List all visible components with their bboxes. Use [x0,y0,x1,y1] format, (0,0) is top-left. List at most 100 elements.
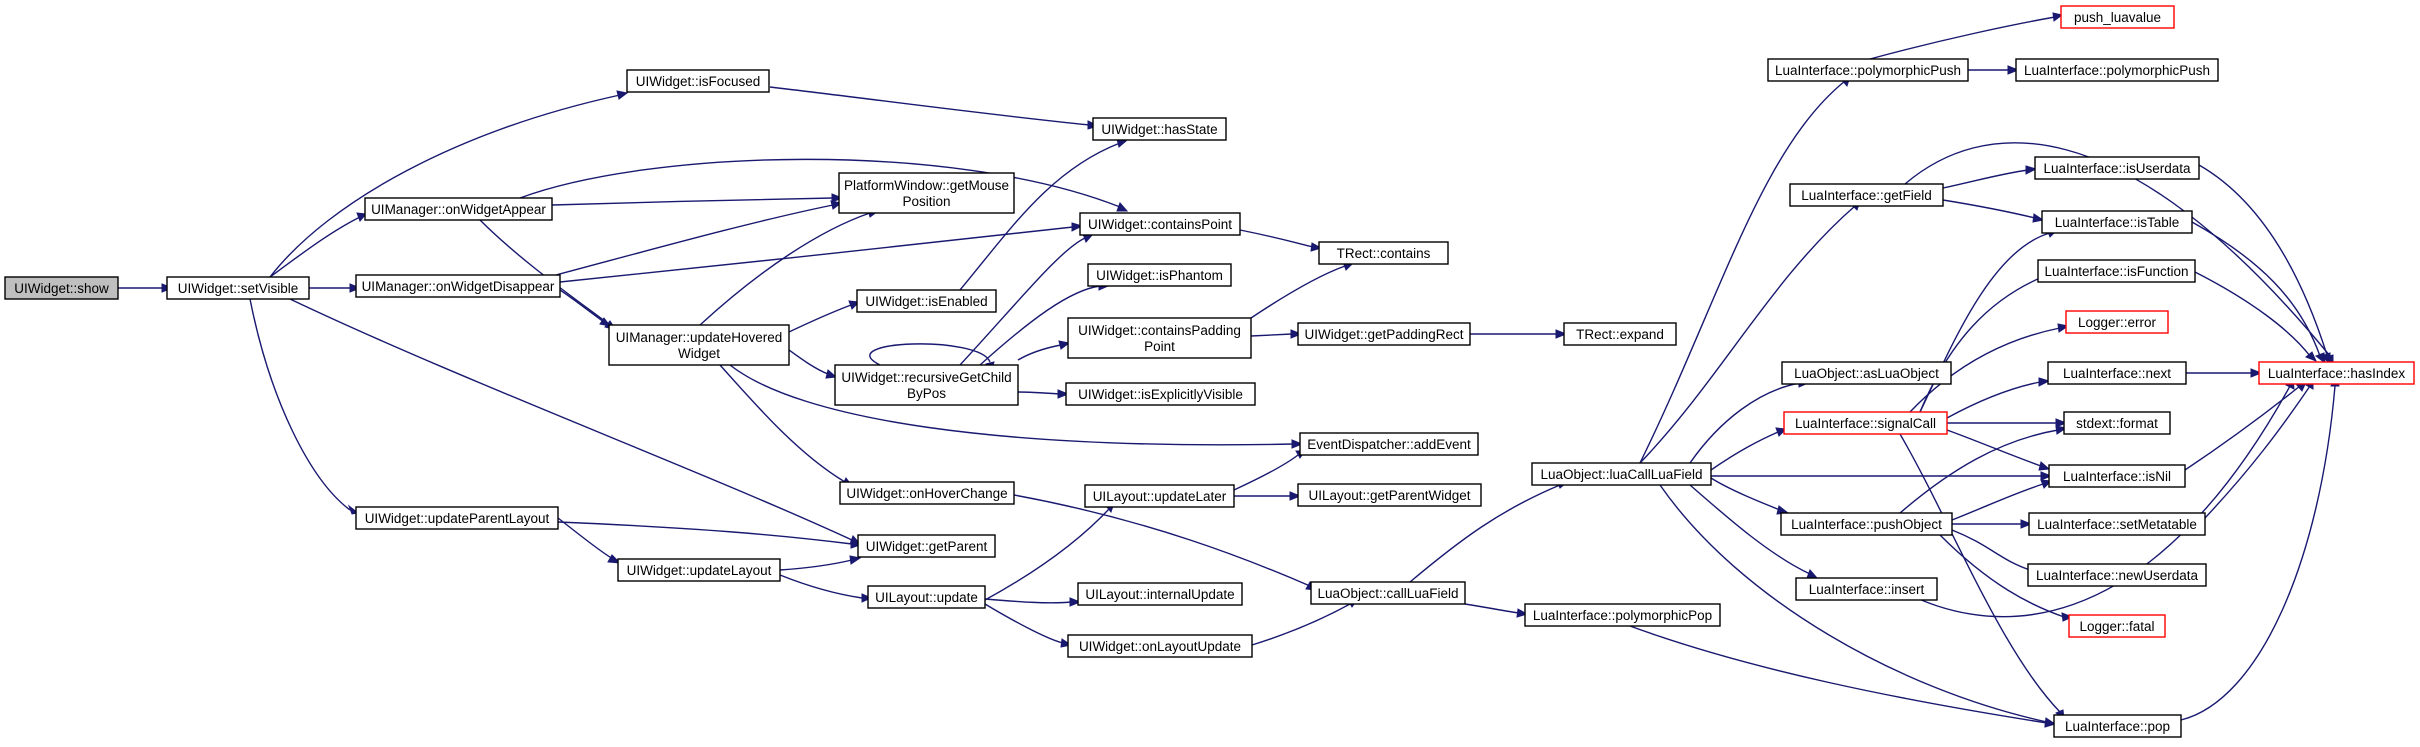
call-edge [2186,368,2263,378]
graph-node-is-table[interactable]: LuaInterface::isTable [2041,210,2193,234]
graph-node-ui-layout-update[interactable]: UILayout::update [867,585,986,609]
graph-node-has-state[interactable]: UIWidget::hasState [1092,117,1227,141]
edge-arrowhead [1071,222,1084,232]
call-edge [1250,329,1303,339]
node-box [2015,58,2219,82]
graph-node-show[interactable]: UIWidget::show [4,276,119,300]
graph-node-get-field[interactable]: LuaInterface::getField [1789,183,1944,207]
graph-node-is-phantom[interactable]: UIWidget::isPhantom [1087,263,1232,287]
graph-node-get-padding-rect[interactable]: UIWidget::getPaddingRect [1297,322,1471,346]
graph-node-new-userdata[interactable]: LuaInterface::newUserdata [2027,563,2207,587]
graph-node-polymorphic-pop[interactable]: LuaInterface::polymorphicPop [1524,603,1721,627]
call-edge [2191,221,2326,365]
edge-arrowhead [2305,351,2317,362]
graph-node-call-lua-field[interactable]: LuaObject::callLuaField [1310,581,1466,605]
edge-line [1951,483,2044,521]
graph-node-is-explicitly-visible[interactable]: UIWidget::isExplicitlyVisible [1065,382,1256,406]
edge-line [959,142,1121,291]
edge-line [779,574,863,599]
node-label: UIWidget::recursiveGetChild [841,370,1011,385]
graph-node-is-focused[interactable]: UIWidget::isFocused [626,69,770,93]
node-box [1795,577,1938,601]
call-edge [779,555,862,571]
graph-node-contains-point[interactable]: UIWidget::containsPoint [1079,212,1241,236]
node-box [1079,212,1241,236]
graph-node-on-layout-update[interactable]: UIWidget::onLayoutUpdate [1067,634,1253,658]
graph-node-push-luavalue[interactable]: push_luavalue [2060,5,2175,29]
graph-node-insert[interactable]: LuaInterface::insert [1795,577,1938,601]
graph-node-pop[interactable]: LuaInterface::pop [2053,714,2182,738]
node-label: LuaObject::asLuaObject [1794,366,1939,381]
edge-line [1689,382,1801,464]
call-edge [1639,75,1851,464]
graph-node-polymorphic-push1[interactable]: LuaInterface::polymorphicPush [1767,58,1969,82]
edge-line [249,298,351,511]
call-edge [779,574,873,603]
edge-line [2184,385,2301,471]
edge-arrowhead [2038,377,2051,387]
node-label: ByPos [907,386,946,401]
graph-node-set-visible[interactable]: UIWidget::setVisible [166,276,310,300]
node-label: LuaInterface::polymorphicPush [1775,63,1961,78]
graph-node-update-later[interactable]: UILayout::updateLater [1084,484,1235,508]
graph-node-lua-call-lua-field[interactable]: LuaObject::luaCallLuaField [1531,462,1712,486]
edge-arrowhead [2040,471,2053,481]
graph-node-polymorphic-push2[interactable]: LuaInterface::polymorphicPush [2015,58,2219,82]
call-edge [1919,273,2050,413]
graph-node-as-lua-object[interactable]: LuaObject::asLuaObject [1781,361,1952,385]
node-label: LuaInterface::isNil [2063,469,2171,484]
graph-node-get-parent-widget[interactable]: UILayout::getParentWidget [1297,483,1482,507]
edge-line [729,364,1294,446]
edge-line [1710,431,1779,471]
call-edge [1942,165,2038,189]
graph-node-on-hover-change[interactable]: UIWidget::onHoverChange [839,481,1015,505]
node-label: EventDispatcher::addEvent [1307,437,1471,452]
edge-line [779,559,853,571]
call-edge [269,90,629,278]
edge-line [1946,429,2042,467]
call-edge [1942,199,2045,223]
node-box [1084,484,1235,508]
graph-node-add-event[interactable]: EventDispatcher::addEvent [1299,432,1479,456]
graph-node-next[interactable]: LuaInterface::next [2047,361,2187,385]
edge-arrowhead [1069,597,1082,607]
call-edge [559,289,612,327]
graph-node-update-layout[interactable]: UIWidget::updateLayout [617,558,781,582]
graph-node-format[interactable]: stdext::format [2063,411,2171,435]
node-label: UIWidget::containsPadding [1078,323,1241,338]
node-box [617,558,781,582]
graph-node-signal-call[interactable]: LuaInterface::signalCall [1783,411,1948,435]
edge-arrowhead [2061,612,2074,622]
graph-node-is-enabled[interactable]: UIWidget::isEnabled [856,289,997,313]
edge-arrowhead [861,593,873,603]
graph-node-is-userdata[interactable]: LuaInterface::isUserdata [2034,156,2200,180]
graph-node-is-nil[interactable]: LuaInterface::isNil [2048,464,2186,488]
graph-node-set-metatable[interactable]: LuaInterface::setMetatable [2028,512,2206,536]
edge-arrowhead [1310,242,1323,252]
graph-node-has-index[interactable]: LuaInterface::hasIndex [2258,361,2415,385]
graph-node-trect-contains[interactable]: TRect::contains [1318,241,1449,265]
edge-line [551,197,834,206]
graph-node-push-object[interactable]: LuaInterface::pushObject [1780,512,1953,536]
node-label: UIWidget::show [14,281,109,296]
graph-node-logger-fatal[interactable]: Logger::fatal [2068,614,2166,638]
call-edge [719,364,853,487]
graph-node-internal-update[interactable]: UILayout::internalUpdate [1077,582,1243,606]
graph-node-logger-error[interactable]: Logger::error [2065,310,2169,334]
graph-node-get-parent[interactable]: UIWidget::getParent [857,534,996,558]
graph-node-on-widget-appear[interactable]: UIManager::onWidgetAppear [364,197,553,221]
node-box [1318,241,1449,265]
node-box [1531,462,1712,486]
graph-node-on-widget-disappear[interactable]: UIManager::onWidgetDisappear [355,274,561,298]
node-box [838,172,1015,214]
edge-arrowhead [1058,340,1071,350]
graph-node-trect-expand[interactable]: TRect::expand [1563,322,1677,346]
graph-node-update-parent-layout[interactable]: UIWidget::updateParentLayout [355,506,559,530]
call-edge [1017,340,1071,361]
graph-node-is-function[interactable]: LuaInterface::isFunction [2037,259,2196,283]
edge-line [1879,385,2291,618]
